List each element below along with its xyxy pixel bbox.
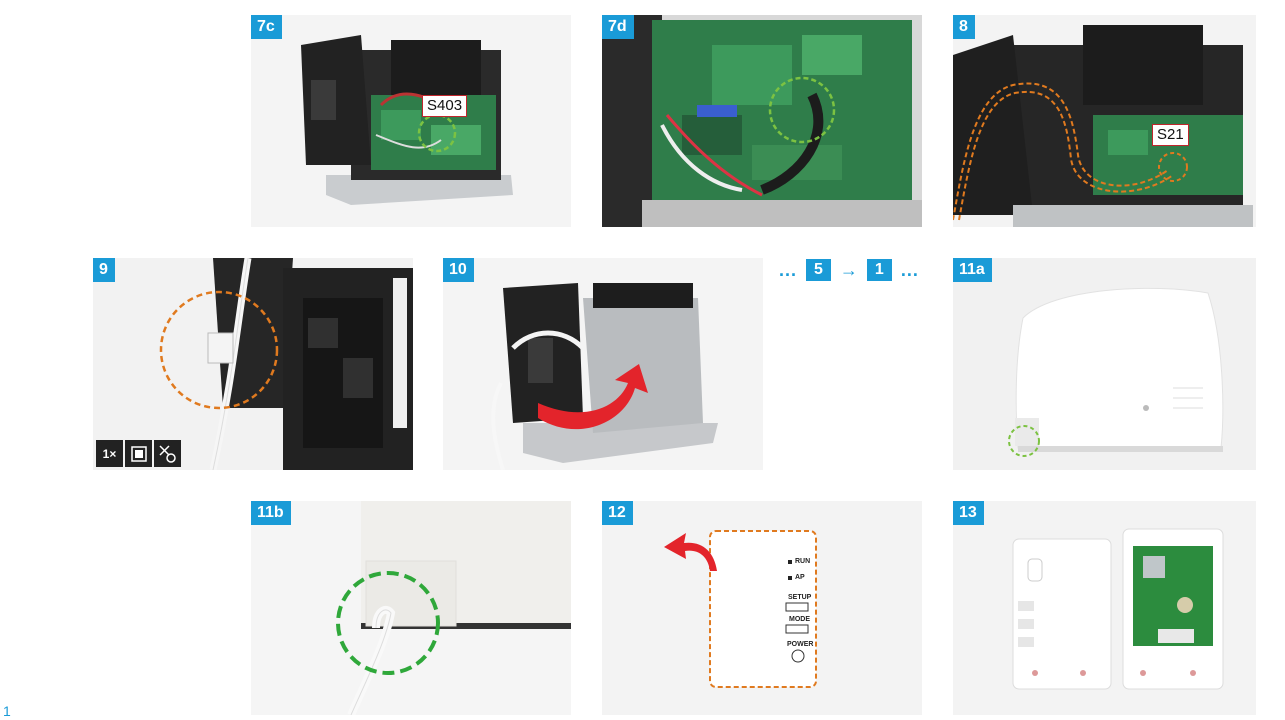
- sequence-dots-right: ...: [900, 259, 919, 280]
- step-sequence-indicator: ... 5 → 1 ...: [775, 259, 923, 281]
- cable-tie-icon: [125, 440, 152, 467]
- step-10-photo: [443, 258, 763, 470]
- step-10: 10: [443, 258, 763, 470]
- step-13-photo: [953, 501, 1256, 715]
- step-11a-photo: [953, 258, 1256, 470]
- step-badge: 7c: [251, 15, 282, 39]
- step-11b-photo: [251, 501, 571, 715]
- sequence-to-badge: 1: [866, 259, 892, 281]
- step-9: 9 1×: [93, 258, 413, 470]
- step-9-photo: [93, 258, 413, 470]
- sequence-from-badge: 5: [806, 259, 831, 281]
- step-8-photo: [953, 15, 1256, 227]
- led-ap-label: AP: [795, 574, 805, 581]
- step-7c: 7c S403: [251, 15, 571, 227]
- connector-callout-s403: S403: [422, 95, 468, 117]
- mode-button-label: MODE: [789, 616, 810, 623]
- step-badge: 8: [953, 15, 975, 39]
- step-12: 12 RUN AP SETUP MODE POWER: [602, 501, 922, 715]
- step-7d: 7d: [602, 15, 922, 227]
- step-badge: 11b: [251, 501, 291, 525]
- quantity-indicator: 1×: [96, 440, 123, 467]
- step-badge: 7d: [602, 15, 634, 39]
- step-badge: 11a: [953, 258, 992, 282]
- tool-icons: 1×: [96, 440, 181, 467]
- step-11b: 11b: [251, 501, 571, 715]
- cutter-icon: [154, 440, 181, 467]
- step-badge: 13: [953, 501, 984, 525]
- page-number: 1: [3, 703, 11, 719]
- step-badge: 9: [93, 258, 115, 282]
- step-badge: 12: [602, 501, 633, 525]
- step-12-photo: [602, 501, 922, 715]
- power-button-label: POWER: [787, 641, 814, 648]
- setup-button-label: SETUP: [788, 594, 812, 601]
- sequence-dots-left: ...: [779, 259, 798, 280]
- step-7c-photo: [251, 15, 571, 227]
- step-badge: 10: [443, 258, 474, 282]
- step-8: 8 S21: [953, 15, 1256, 227]
- step-11a: 11a: [953, 258, 1256, 470]
- led-run-label: RUN: [795, 558, 811, 565]
- arrow-right-icon: →: [839, 259, 858, 280]
- step-13: 13: [953, 501, 1256, 715]
- connector-callout-s21: S21: [1152, 124, 1189, 146]
- step-7d-photo: [602, 15, 922, 227]
